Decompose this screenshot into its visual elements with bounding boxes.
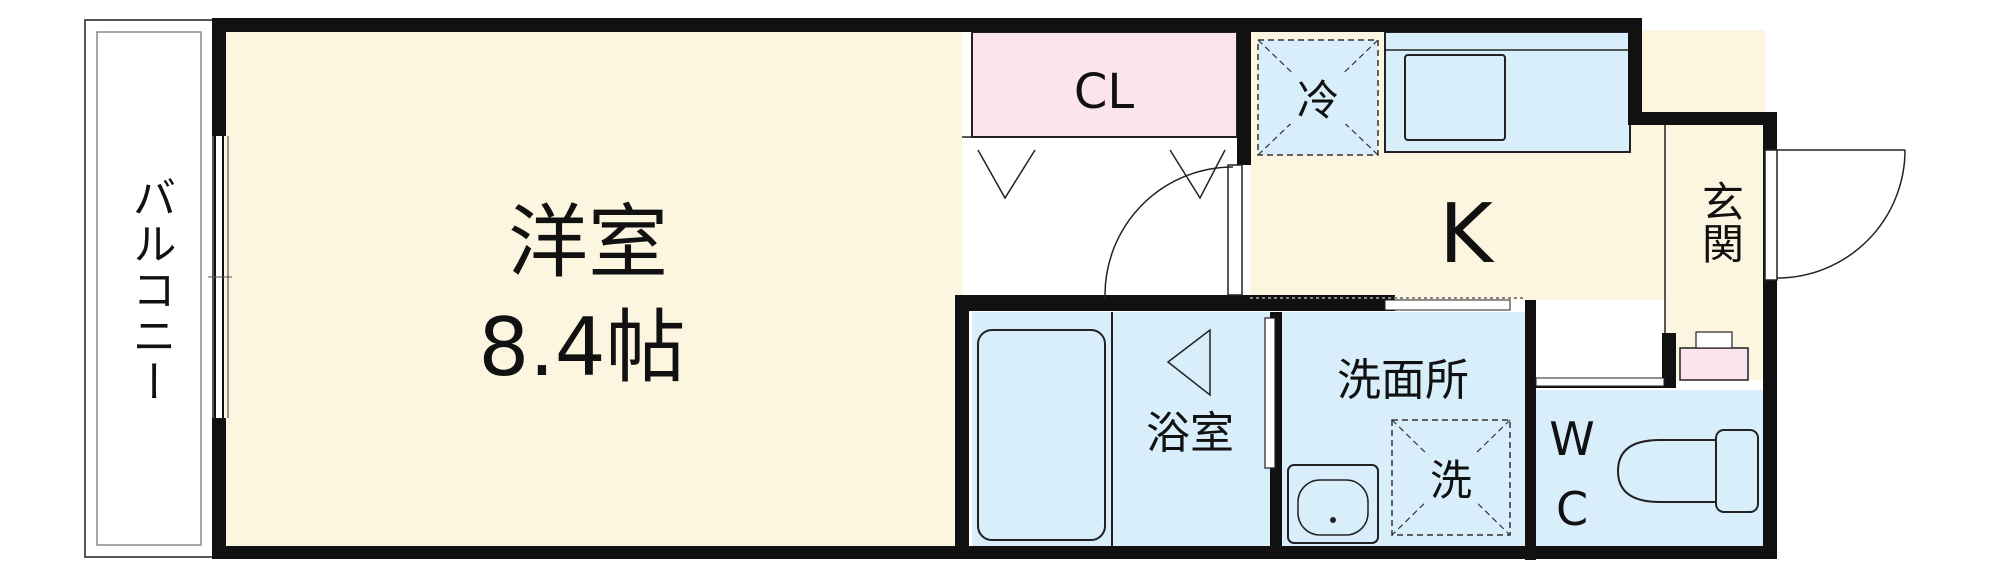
balcony-area [84,19,214,558]
fridge-label: 冷 [1297,76,1339,125]
bathroom-label: 浴室 [1146,408,1234,459]
entrance-label: 玄関 [1696,180,1745,264]
window-left [208,136,232,418]
sliding-door-bath [1264,317,1276,469]
toilet-label-c: C [1556,482,1588,536]
toilet-label-w: W [1549,412,1594,466]
door-western-kitchen [1104,164,1243,300]
walls [212,18,1777,560]
balcony-label: バルコニー [125,175,176,405]
kitchen-sink [1404,54,1506,141]
washer-label: 洗 [1430,456,1472,505]
bathtub [977,329,1106,541]
closet-doors [962,136,1237,200]
washroom-label: 洗面所 [1337,355,1469,406]
fridge-space [1257,39,1379,156]
kitchen-label: K [1439,187,1495,282]
toilet-fixture [1616,429,1759,513]
washer-space [1391,419,1511,536]
shoe-box [1679,347,1749,381]
western-room-label: 洋室 [508,196,668,289]
western-room-size: 8.4帖 [478,301,685,394]
sliding-door-toilet [1535,377,1665,387]
western-room-floor [222,30,962,550]
entrance-door [1764,149,1906,281]
closet-label: CL [1074,64,1135,120]
washbasin [1287,464,1379,544]
bath-fan [1166,328,1211,397]
